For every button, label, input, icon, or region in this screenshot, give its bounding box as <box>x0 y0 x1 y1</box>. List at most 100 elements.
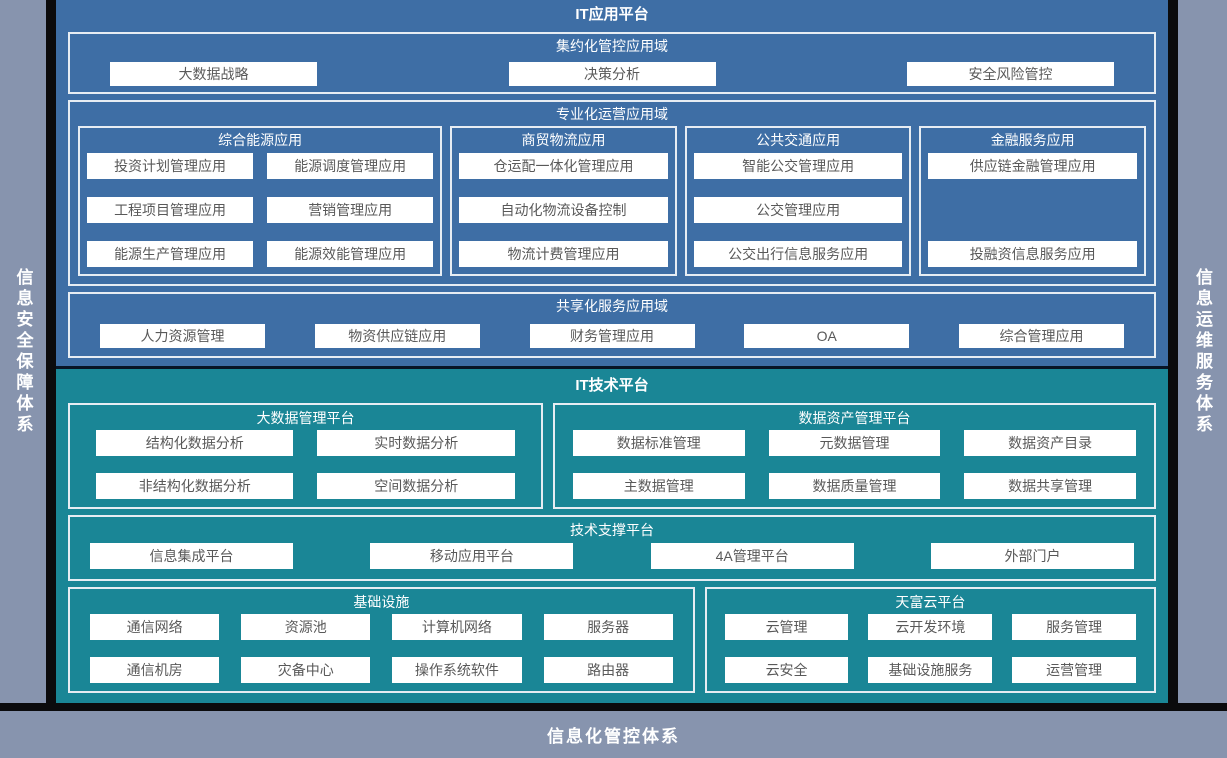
professional-groups: 综合能源应用 投资计划管理应用 能源调度管理应用 工程项目管理应用 营销管理应用… <box>70 124 1154 284</box>
cloud-platform-title: 天富云平台 <box>895 594 966 610</box>
cloud-item: 服务管理 <box>1012 614 1136 640</box>
infrastructure-item: 灾备中心 <box>241 657 371 683</box>
infrastructure-box: 基础设施 通信网络 资源池 计算机网络 服务器 通信机房 灾备中心 操作系统软件… <box>68 587 695 693</box>
right-sidebar-label: 信息运维服务体系 <box>1193 267 1212 436</box>
cloud-item: 云开发环境 <box>868 614 993 640</box>
tech-support-platform-title: 技术支撑平台 <box>570 522 654 538</box>
logistics-apps-group: 商贸物流应用 仓运配一体化管理应用 自动化物流设备控制 物流计费管理应用 <box>450 126 677 276</box>
energy-apps-items: 投资计划管理应用 能源调度管理应用 工程项目管理应用 营销管理应用 能源生产管理… <box>87 153 434 267</box>
energy-apps-group: 综合能源应用 投资计划管理应用 能源调度管理应用 工程项目管理应用 营销管理应用… <box>78 126 443 276</box>
right-divider <box>1168 0 1178 703</box>
transit-app-item: 公交出行信息服务应用 <box>693 241 903 267</box>
shared-items-row: 人力资源管理 物资供应链应用 财务管理应用 OA 综合管理应用 <box>70 316 1154 356</box>
bigdata-item: 空间数据分析 <box>317 473 515 499</box>
data-asset-item: 数据共享管理 <box>964 473 1136 499</box>
intensive-item: 决策分析 <box>508 62 716 86</box>
bigdata-item: 结构化数据分析 <box>96 430 294 456</box>
data-asset-item: 元数据管理 <box>768 430 941 456</box>
bottom-bar: 信息化管控体系 <box>0 711 1227 758</box>
logistics-apps-title: 商贸物流应用 <box>521 132 606 148</box>
cloud-item: 云管理 <box>724 614 849 640</box>
logistics-app-item: 自动化物流设备控制 <box>459 197 668 223</box>
shared-item: OA <box>744 324 910 348</box>
bigdata-item: 实时数据分析 <box>317 430 515 456</box>
transit-app-item: 公交管理应用 <box>693 197 903 223</box>
main-content: IT应用平台 集约化管控应用域 大数据战略 决策分析 安全风险管控 专业化运营应… <box>56 0 1168 703</box>
cloud-item: 云安全 <box>724 657 849 683</box>
energy-app-item: 能源调度管理应用 <box>267 153 434 179</box>
bigdata-platform-box: 大数据管理平台 结构化数据分析 实时数据分析 非结构化数据分析 空间数据分析 <box>68 403 543 509</box>
data-asset-item: 主数据管理 <box>572 473 745 499</box>
infrastructure-item: 通信机房 <box>90 657 220 683</box>
platform-divider <box>56 366 1168 369</box>
it-app-platform-panel: IT应用平台 集约化管控应用域 大数据战略 决策分析 安全风险管控 专业化运营应… <box>56 0 1168 366</box>
infrastructure-item: 路由器 <box>543 657 673 683</box>
bigdata-platform-title: 大数据管理平台 <box>256 410 355 426</box>
tech-support-platform-box: 技术支撑平台 信息集成平台 移动应用平台 4A管理平台 外部门户 <box>68 515 1156 581</box>
infrastructure-item: 计算机网络 <box>392 614 522 640</box>
transit-apps-items: 智能公交管理应用 公交管理应用 公交出行信息服务应用 <box>693 153 903 267</box>
shared-domain-box: 共享化服务应用域 人力资源管理 物资供应链应用 财务管理应用 OA 综合管理应用 <box>68 292 1156 358</box>
it-tech-platform-title: IT技术平台 <box>575 377 649 394</box>
finance-apps-title: 金融服务应用 <box>990 132 1075 148</box>
left-divider <box>46 0 56 703</box>
shared-item: 综合管理应用 <box>959 324 1124 348</box>
transit-apps-title: 公共交通应用 <box>756 132 841 148</box>
tech-support-item: 信息集成平台 <box>90 542 293 569</box>
energy-app-item: 工程项目管理应用 <box>87 197 254 223</box>
tech-support-item: 4A管理平台 <box>650 542 854 569</box>
tech-row-data: 大数据管理平台 结构化数据分析 实时数据分析 非结构化数据分析 空间数据分析 数… <box>68 403 1156 509</box>
energy-app-item: 投资计划管理应用 <box>87 153 254 179</box>
intensive-item: 大数据战略 <box>110 62 317 86</box>
tech-support-items: 信息集成平台 移动应用平台 4A管理平台 外部门户 <box>70 540 1154 571</box>
logistics-app-item: 仓运配一体化管理应用 <box>459 153 668 179</box>
cloud-item: 基础设施服务 <box>868 657 993 683</box>
logistics-apps-items: 仓运配一体化管理应用 自动化物流设备控制 物流计费管理应用 <box>459 153 668 267</box>
data-asset-items: 数据标准管理 元数据管理 数据资产目录 主数据管理 数据质量管理 数据共享管理 <box>555 430 1154 499</box>
shared-item: 人力资源管理 <box>100 324 265 348</box>
infrastructure-item: 资源池 <box>241 614 371 640</box>
finance-apps-items: 供应链金融管理应用 投融资信息服务应用 <box>928 153 1137 267</box>
left-sidebar: 信息安全保障体系 <box>0 0 46 703</box>
cloud-item: 运营管理 <box>1012 657 1136 683</box>
shared-item: 财务管理应用 <box>529 324 695 348</box>
data-asset-item: 数据质量管理 <box>768 473 941 499</box>
finance-apps-group: 金融服务应用 供应链金融管理应用 投融资信息服务应用 <box>919 126 1146 276</box>
finance-app-item: 投融资信息服务应用 <box>928 241 1137 267</box>
energy-app-item: 能源效能管理应用 <box>267 241 434 267</box>
transit-apps-group: 公共交通应用 智能公交管理应用 公交管理应用 公交出行信息服务应用 <box>684 126 912 276</box>
bottom-bar-label: 信息化管控体系 <box>547 727 680 746</box>
bigdata-items: 结构化数据分析 实时数据分析 非结构化数据分析 空间数据分析 <box>70 430 541 499</box>
bottom-divider <box>0 703 1227 711</box>
data-asset-platform-box: 数据资产管理平台 数据标准管理 元数据管理 数据资产目录 主数据管理 数据质量管… <box>552 403 1156 509</box>
transit-app-item: 智能公交管理应用 <box>693 153 903 179</box>
finance-app-item: 供应链金融管理应用 <box>928 153 1137 179</box>
it-app-platform-title: IT应用平台 <box>575 6 649 23</box>
intensive-items-row: 大数据战略 决策分析 安全风险管控 <box>70 56 1154 92</box>
data-asset-item: 数据标准管理 <box>572 430 745 456</box>
tech-row-infra: 基础设施 通信网络 资源池 计算机网络 服务器 通信机房 灾备中心 操作系统软件… <box>68 587 1156 693</box>
professional-domain-title: 专业化运营应用域 <box>556 106 668 122</box>
data-asset-platform-title: 数据资产管理平台 <box>798 410 911 426</box>
shared-item: 物资供应链应用 <box>314 324 480 348</box>
infrastructure-title: 基础设施 <box>353 594 410 610</box>
bigdata-item: 非结构化数据分析 <box>96 473 294 499</box>
energy-app-item: 能源生产管理应用 <box>87 241 254 267</box>
cloud-platform-box: 天富云平台 云管理 云开发环境 服务管理 云安全 基础设施服务 运营管理 <box>704 587 1156 693</box>
infrastructure-items: 通信网络 资源池 计算机网络 服务器 通信机房 灾备中心 操作系统软件 路由器 <box>70 614 693 683</box>
intensive-domain-box: 集约化管控应用域 大数据战略 决策分析 安全风险管控 <box>68 32 1156 94</box>
infrastructure-item: 操作系统软件 <box>392 657 522 683</box>
professional-domain-box: 专业化运营应用域 综合能源应用 投资计划管理应用 能源调度管理应用 工程项目管理… <box>68 100 1156 286</box>
infrastructure-item: 通信网络 <box>90 614 220 640</box>
energy-app-item: 营销管理应用 <box>267 197 434 223</box>
left-sidebar-label: 信息安全保障体系 <box>13 267 33 436</box>
shared-domain-title: 共享化服务应用域 <box>556 298 668 314</box>
it-tech-platform-panel: IT技术平台 大数据管理平台 结构化数据分析 实时数据分析 非结构化数据分析 空… <box>56 369 1168 703</box>
intensive-item: 安全风险管控 <box>907 62 1114 86</box>
energy-apps-title: 综合能源应用 <box>218 132 303 148</box>
intensive-domain-title: 集约化管控应用域 <box>556 38 668 54</box>
tech-support-item: 外部门户 <box>930 542 1134 569</box>
data-asset-item: 数据资产目录 <box>964 430 1136 456</box>
right-sidebar: 信息运维服务体系 <box>1178 0 1227 703</box>
logistics-app-item: 物流计费管理应用 <box>459 241 668 267</box>
